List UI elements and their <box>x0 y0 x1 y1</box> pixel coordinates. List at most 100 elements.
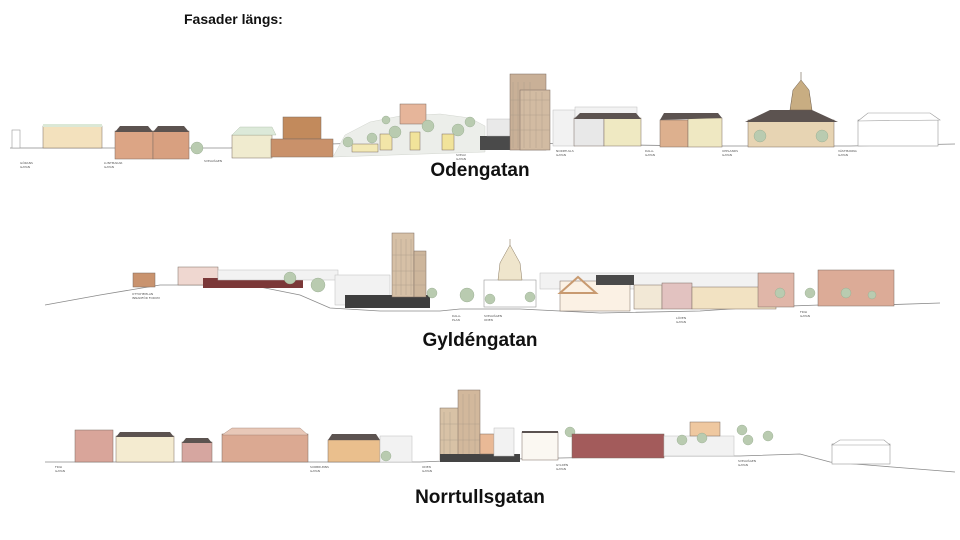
building <box>573 117 605 147</box>
svg-text:GATAN: GATAN <box>55 469 65 473</box>
building <box>603 117 642 147</box>
tree <box>484 293 496 305</box>
building-roof <box>328 434 380 440</box>
tower-building <box>391 232 415 298</box>
building <box>203 278 303 288</box>
svg-text:NORRTULLS: NORRTULLS <box>556 149 574 153</box>
tree <box>388 125 402 139</box>
svg-text:GYLDÉN: GYLDÉN <box>556 462 568 467</box>
svg-text:SVEAV.: SVEAV. <box>456 153 467 157</box>
building <box>114 130 154 160</box>
building-roof <box>574 113 641 119</box>
building-roof <box>182 438 212 443</box>
church-dome <box>497 244 523 281</box>
building <box>270 138 334 158</box>
building <box>181 441 213 463</box>
building <box>115 435 175 463</box>
svg-text:GATAN: GATAN <box>104 165 114 169</box>
tree <box>310 277 326 293</box>
svg-text:DALA-: DALA- <box>645 149 654 153</box>
tree <box>524 291 536 303</box>
svg-text:GATAN: GATAN <box>310 469 320 473</box>
svg-text:GATAN: GATAN <box>556 153 566 157</box>
svg-text:GATAN: GATAN <box>422 469 432 473</box>
svg-text:GÖRANS: GÖRANS <box>20 160 33 165</box>
building <box>282 116 322 140</box>
tree <box>451 123 465 137</box>
tree <box>742 434 754 446</box>
tree <box>283 271 297 285</box>
street-title-gyldengatan: Gyldéngatan <box>422 330 538 351</box>
svg-text:GATAN: GATAN <box>645 153 655 157</box>
building <box>152 130 190 160</box>
svg-text:PLAN: PLAN <box>452 318 460 322</box>
outline-building <box>831 443 891 465</box>
svg-text:SVEAVÄGEN: SVEAVÄGEN <box>738 458 756 463</box>
building <box>351 143 379 153</box>
tower-windows <box>440 394 480 458</box>
tree <box>464 116 476 128</box>
tree <box>381 115 391 125</box>
tree <box>753 129 767 143</box>
svg-text:LÖVEN: LÖVEN <box>676 315 686 320</box>
tree <box>459 287 475 303</box>
tree <box>426 287 438 299</box>
svg-text:FRILI: FRILI <box>55 465 62 469</box>
building <box>345 295 430 308</box>
outline-building-roof <box>830 439 891 446</box>
svg-text:GATAN: GATAN <box>838 153 848 157</box>
building <box>327 439 381 463</box>
tree <box>342 136 354 148</box>
tree <box>815 129 829 143</box>
tree <box>380 450 392 462</box>
building <box>571 433 665 459</box>
street-title-odengatan: Odengatan <box>430 160 530 181</box>
tower-building <box>413 250 427 298</box>
svg-text:GATAN: GATAN <box>556 467 566 471</box>
building <box>480 136 512 150</box>
tree <box>762 430 774 442</box>
tree <box>366 132 378 144</box>
church-dome <box>789 79 813 111</box>
tree <box>804 287 816 299</box>
background-building <box>493 427 515 457</box>
tree <box>867 290 877 300</box>
building <box>661 282 693 310</box>
svg-text:SVEAVÄGEN: SVEAVÄGEN <box>204 158 222 163</box>
building <box>633 284 663 310</box>
street-title-norrtullsgatan: Norrtullsgatan <box>415 487 545 508</box>
svg-text:GATAN: GATAN <box>738 463 748 467</box>
svg-text:GATAN: GATAN <box>800 314 810 318</box>
building-roof <box>116 432 174 437</box>
building <box>399 103 427 125</box>
tree <box>421 119 435 133</box>
svg-text:VÄSTMANNA: VÄSTMANNA <box>838 148 858 153</box>
building <box>486 118 512 137</box>
building-roof <box>231 126 277 136</box>
building <box>231 134 273 159</box>
svg-text:OTTOHEMLAN: OTTOHEMLAN <box>132 292 153 296</box>
building <box>409 131 421 151</box>
building <box>74 429 114 463</box>
building <box>11 129 21 149</box>
svg-text:GATAN: GATAN <box>722 153 732 157</box>
svg-text:GATAN: GATAN <box>20 165 30 169</box>
svg-text:LUNTMAKAR: LUNTMAKAR <box>104 161 123 165</box>
building <box>559 280 631 312</box>
building <box>817 269 895 307</box>
svg-text:FRILI: FRILI <box>800 310 807 314</box>
svg-text:ODEN: ODEN <box>484 318 493 322</box>
building-roof <box>221 427 309 436</box>
building-roof <box>557 275 599 294</box>
building <box>757 272 795 308</box>
tower-building <box>519 89 551 151</box>
svg-text:SURBRUNNS: SURBRUNNS <box>310 465 329 469</box>
building <box>221 433 309 463</box>
church-roof <box>745 110 838 122</box>
building-roof <box>153 126 189 132</box>
building-roof <box>596 275 634 285</box>
gyldengatan-elevation: OTTOHEMLAN INNANFÖR FORUM DALA- PLAN SVE… <box>44 232 941 324</box>
building <box>687 117 723 148</box>
building <box>659 119 689 148</box>
tower-windows <box>510 82 550 148</box>
